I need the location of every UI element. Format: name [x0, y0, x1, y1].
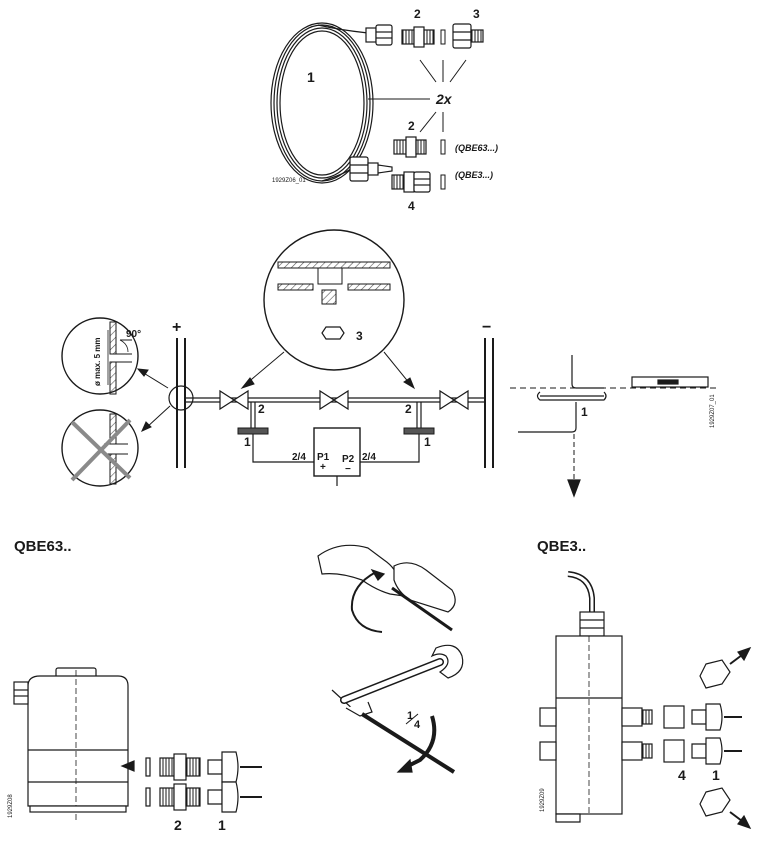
right-pipe-wall [484, 338, 494, 468]
detail-correct [61, 317, 139, 395]
code-bottom-right: 1929Z09 [540, 788, 546, 812]
detail-angle: 90° [126, 329, 141, 340]
label-bottom-right-1: 1 [712, 767, 720, 783]
cross-mark-icon [70, 418, 132, 482]
grouping-rays [368, 59, 467, 133]
label-left-tube: 1 [244, 435, 251, 449]
adapter-2-top [401, 26, 435, 48]
sensor-right-ratio: 2/4 [362, 452, 376, 463]
label-right-part: 1 [581, 405, 588, 419]
pipe-installation [61, 229, 720, 498]
left-pipe-wall [176, 338, 186, 468]
tube-nut-upper [365, 24, 393, 46]
label-adapter-4: 4 [408, 199, 415, 213]
adapter-3-top [452, 23, 484, 49]
title-qbe3: QBE3.. [537, 538, 586, 555]
label-right-tap: 2 [405, 402, 412, 416]
label-quantity: 2x [435, 91, 453, 107]
qbe63-illustration [13, 667, 262, 820]
valve-right [439, 389, 469, 411]
label-part-3: 3 [356, 329, 363, 343]
tube-nut-lower [349, 156, 393, 182]
code-right-middle: 1929Z07_01 [710, 394, 716, 428]
label-bottom-left-1: 1 [218, 817, 226, 833]
sensor-port-p1: P1 [317, 452, 330, 463]
detail-magnifier [263, 229, 405, 371]
symbol-minus: − [482, 319, 491, 336]
orientation-detail [510, 355, 720, 498]
detail-max-diameter: ø max. 5 mm [93, 338, 102, 386]
valve-center [319, 389, 349, 411]
tightening-illustration [317, 544, 464, 774]
title-qbe63: QBE63.. [14, 538, 72, 555]
coiled-tube [270, 22, 374, 184]
note-qbe63: (QBE63...) [455, 143, 498, 153]
code-top: 1929Z06_01 [272, 178, 306, 184]
tap-point-circle [168, 385, 194, 411]
detail-incorrect [61, 409, 139, 487]
adapter-4 [391, 171, 431, 193]
symbol-plus: + [172, 319, 181, 336]
label-adapter-2-top: 2 [414, 7, 421, 21]
label-adapter-3-top: 3 [473, 7, 480, 21]
valve-left [219, 389, 249, 411]
sensor-port-p2: P2 [342, 454, 355, 465]
label-adapter-2-lower: 2 [408, 119, 415, 133]
adapter-2-lower [393, 136, 427, 158]
sensor-sign-plus: + [320, 462, 326, 473]
quarter-turn-numerator: 1 [407, 710, 413, 722]
label-tube: 1 [307, 69, 315, 85]
qbe3-illustration [539, 571, 752, 830]
note-qbe3: (QBE3...) [455, 170, 493, 180]
differential-pressure-sensor [313, 427, 361, 477]
label-bottom-right-4: 4 [678, 767, 686, 783]
label-right-tube: 1 [424, 435, 431, 449]
sensor-sign-minus: − [345, 464, 351, 475]
code-bottom-left: 1929Z08 [8, 794, 14, 818]
sensor-left-ratio: 2/4 [292, 452, 306, 463]
label-bottom-left-2: 2 [174, 817, 182, 833]
quarter-turn-denominator: 4 [414, 719, 421, 731]
parts-set-illustration [270, 22, 484, 193]
label-left-tap: 2 [258, 402, 265, 416]
